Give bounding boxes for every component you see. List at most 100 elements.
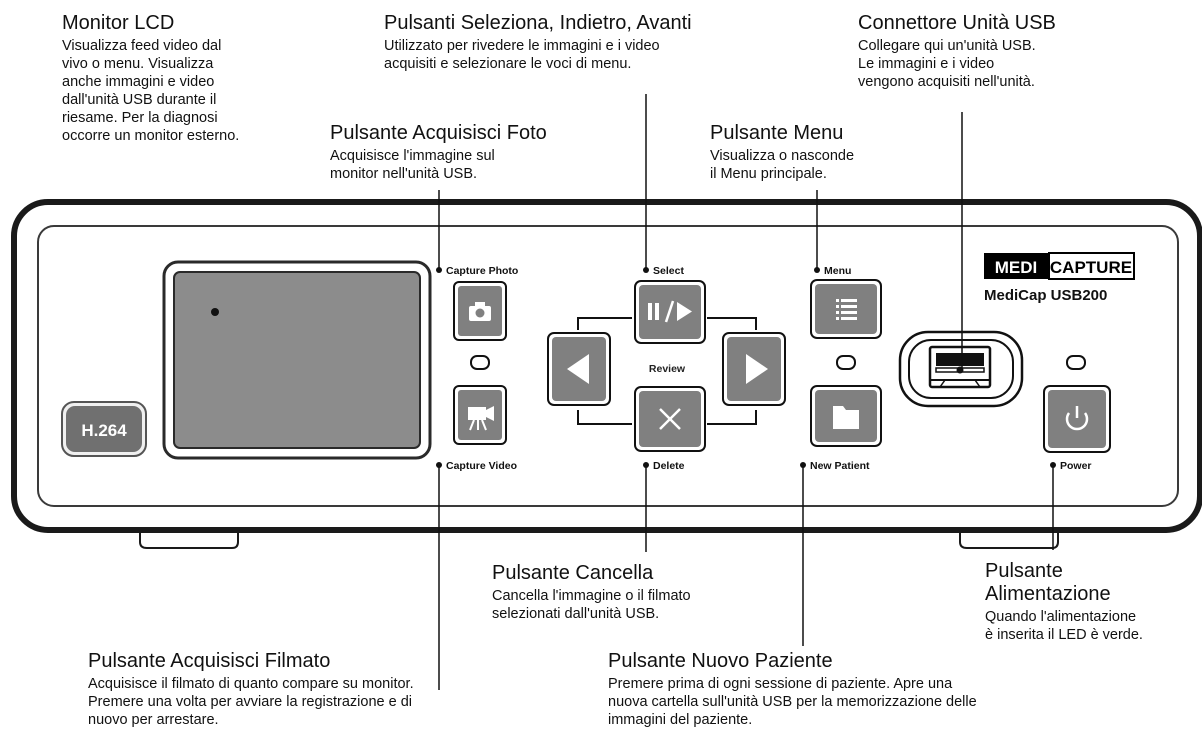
delete-line-1: Cancella l'immagine o il filmato: [492, 588, 691, 604]
power-line-1: Quando l'alimentazione: [985, 609, 1137, 625]
callout-menu-text: Visualizza o nasconde il Menu principale…: [710, 147, 854, 183]
select-button[interactable]: [634, 280, 706, 344]
callout-delete-title: Pulsante Cancella: [492, 562, 654, 584]
model-name: MediCap USB200: [984, 287, 1107, 304]
callout-nav-buttons: Pulsanti Seleziona, Indietro, Avanti Uti…: [384, 12, 692, 73]
callout-capture-photo-title: Pulsante Acquisisci Foto: [330, 122, 547, 144]
capture-photo-label: Capture Photo: [446, 265, 518, 277]
usb-line-3: vengono acquisiti nell'unità.: [858, 74, 1035, 90]
monitor-line-2: vivo o menu. Visualizza: [62, 56, 214, 72]
power-button[interactable]: [1043, 385, 1111, 453]
capture-video-line-1: Acquisisce il filmato di quanto compare …: [88, 676, 414, 692]
brand-right: CAPTURE: [1050, 258, 1132, 277]
callout-power-text: Quando l'alimentazione è inserita il LED…: [985, 608, 1143, 644]
callout-capture-video-title: Pulsante Acquisisci Filmato: [88, 650, 331, 672]
lcd-callout-dot: [211, 308, 219, 316]
callout-usb-title: Connettore Unità USB: [858, 12, 1056, 34]
usb-port[interactable]: [898, 330, 1024, 408]
monitor-line-6: occorre un monitor esterno.: [62, 128, 240, 144]
callout-nav-buttons-title: Pulsanti Seleziona, Indietro, Avanti: [384, 12, 692, 34]
list-icon: [836, 299, 857, 320]
callout-capture-photo-text: Acquisisce l'immagine sul monitor nell'u…: [330, 147, 547, 183]
menu-dot: [814, 267, 820, 273]
callout-monitor: Monitor LCD Visualizza feed video dal vi…: [62, 12, 239, 145]
arrow-left-icon: [567, 354, 589, 384]
callout-delete: Pulsante Cancella Cancella l'immagine o …: [492, 562, 691, 623]
lcd-monitor-screen: [173, 271, 421, 449]
power-line-2: è inserita il LED è verde.: [985, 627, 1143, 643]
callout-capture-video-text: Acquisisce il filmato di quanto compare …: [88, 675, 414, 729]
menu-button[interactable]: [810, 279, 882, 339]
delete-line-2: selezionati dall'unità USB.: [492, 606, 660, 622]
medicapture-logo: MEDI CAPTURE: [984, 252, 1135, 280]
usb-line-1: Collegare qui un'unità USB.: [858, 38, 1036, 54]
brand-left: MEDI: [995, 258, 1038, 277]
new-patient-line-2: nuova cartella sull'unità USB per la mem…: [608, 694, 977, 710]
callout-usb: Connettore Unità USB Collegare qui un'un…: [858, 12, 1056, 91]
delete-label: Delete: [653, 460, 685, 472]
power-label: Power: [1060, 460, 1092, 472]
callout-usb-text: Collegare qui un'unità USB. Le immagini …: [858, 37, 1056, 91]
power-title-line-2: Alimentazione: [985, 583, 1111, 605]
capture-photo-line-1: Acquisisce l'immagine sul: [330, 148, 495, 164]
new-patient-line-1: Premere prima di ogni sessione di pazien…: [608, 676, 953, 692]
callout-power: Pulsante Alimentazione Quando l'alimenta…: [985, 560, 1143, 644]
capture-photo-line-2: monitor nell'unità USB.: [330, 166, 478, 182]
callout-new-patient-text: Premere prima di ogni sessione di pazien…: [608, 675, 977, 729]
forward-button[interactable]: [722, 332, 786, 406]
power-icon: [1065, 406, 1089, 431]
select-label: Select: [653, 265, 684, 277]
play-pause-icon: [648, 300, 692, 323]
callout-new-patient-title: Pulsante Nuovo Paziente: [608, 650, 833, 672]
monitor-line-3: anche immagini e video: [62, 74, 215, 90]
camera-icon: [469, 302, 491, 321]
power-dot: [1050, 462, 1056, 468]
monitor-line-1: Visualizza feed video dal: [62, 38, 222, 54]
capture-video-dot: [436, 462, 442, 468]
codec-badge: [66, 406, 142, 452]
power-led: [1066, 355, 1086, 370]
new-patient-button[interactable]: [810, 385, 882, 447]
menu-led: [836, 355, 856, 370]
callout-delete-text: Cancella l'immagine o il filmato selezio…: [492, 587, 691, 623]
callout-menu-title: Pulsante Menu: [710, 122, 844, 144]
delete-dot: [643, 462, 649, 468]
review-brackets: [577, 317, 757, 425]
review-label: Review: [649, 363, 686, 375]
callout-menu: Pulsante Menu Visualizza o nasconde il M…: [710, 122, 854, 183]
callout-new-patient: Pulsante Nuovo Paziente Premere prima di…: [608, 650, 977, 729]
capture-video-button[interactable]: [453, 385, 507, 445]
monitor-line-5: riesame. Per la diagnosi: [62, 110, 218, 126]
close-icon: [659, 408, 681, 430]
new-patient-dot: [800, 462, 806, 468]
delete-button[interactable]: [634, 386, 706, 452]
callout-nav-buttons-text: Utilizzato per rivedere le immagini e i …: [384, 37, 692, 73]
back-button[interactable]: [547, 332, 611, 406]
callout-power-title: Pulsante Alimentazione: [985, 560, 1143, 606]
capture-photo-dot: [436, 267, 442, 273]
video-camera-icon: [468, 406, 494, 431]
nav-line-1: Utilizzato per rivedere le immagini e i …: [384, 38, 660, 54]
capture-led: [470, 355, 490, 370]
callout-monitor-title: Monitor LCD: [62, 12, 175, 34]
arrow-right-icon: [746, 354, 768, 384]
callout-monitor-text: Visualizza feed video dal vivo o menu. V…: [62, 37, 239, 145]
monitor-line-4: dall'unità USB durante il: [62, 92, 217, 108]
codec-badge-label: H.264: [81, 421, 127, 440]
capture-video-line-3: nuovo per arrestare.: [88, 712, 219, 728]
usb-line-2: Le immagini e i video: [858, 56, 995, 72]
capture-photo-button[interactable]: [453, 281, 507, 341]
folder-icon: [833, 406, 859, 429]
capture-video-line-2: Premere una volta per avviare la registr…: [88, 694, 412, 710]
new-patient-line-3: immagini del paziente.: [608, 712, 753, 728]
leader-lines: [438, 94, 1054, 690]
power-title-line-1: Pulsante: [985, 560, 1063, 582]
new-patient-label: New Patient: [810, 460, 870, 472]
select-dot: [643, 267, 649, 273]
menu-label: Menu: [824, 265, 851, 277]
nav-line-2: acquisiti e selezionare le voci di menu.: [384, 56, 632, 72]
menu-line-1: Visualizza o nasconde: [710, 148, 855, 164]
menu-line-2: il Menu principale.: [710, 166, 827, 182]
